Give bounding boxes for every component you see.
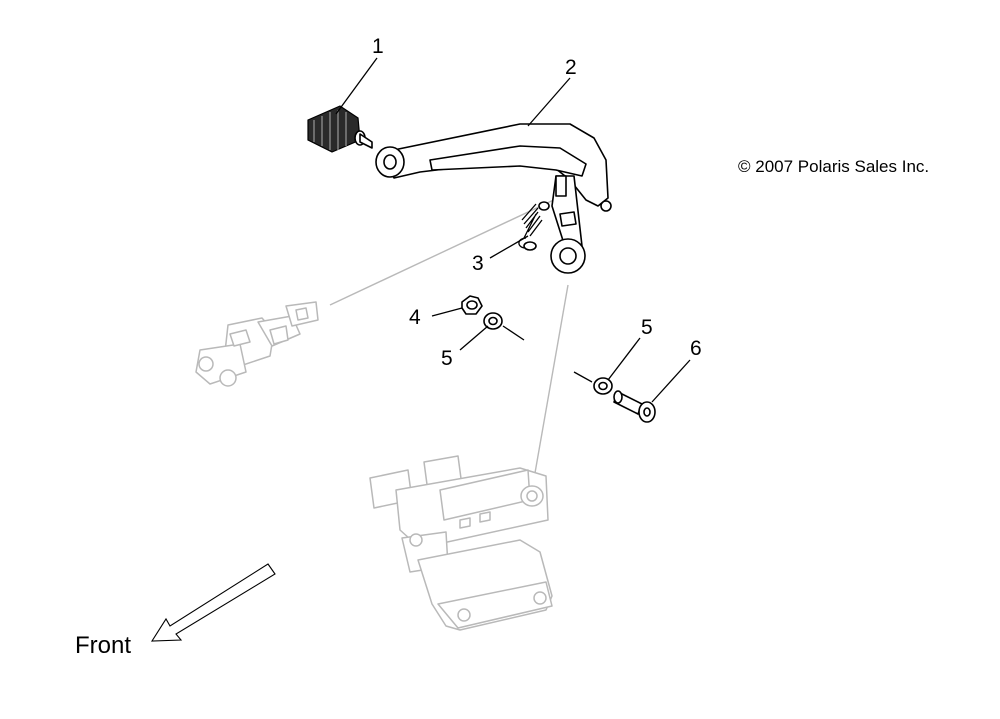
master-cylinder-ghost — [195, 196, 561, 387]
nut — [461, 295, 483, 315]
pivot-bolt — [613, 390, 656, 423]
callout-3: 3 — [472, 252, 484, 275]
callout-5-left: 5 — [441, 347, 453, 370]
front-direction-label: Front — [75, 632, 131, 659]
callout-6: 6 — [690, 337, 702, 360]
copyright-notice: © 2007 Polaris Sales Inc. — [738, 157, 929, 176]
callout-1: 1 — [372, 35, 384, 58]
mounting-bracket-ghost — [369, 284, 569, 631]
brake-pedal-arm — [375, 123, 612, 274]
pedal-pad — [307, 105, 373, 153]
front-arrow-icon — [150, 563, 276, 642]
leader-lines — [335, 57, 691, 403]
callout-5-right: 5 — [641, 316, 653, 339]
washer-lower — [573, 371, 613, 395]
washer-upper — [483, 312, 525, 341]
return-spring — [518, 201, 550, 251]
callout-2: 2 — [565, 56, 577, 79]
callout-4: 4 — [409, 306, 421, 329]
